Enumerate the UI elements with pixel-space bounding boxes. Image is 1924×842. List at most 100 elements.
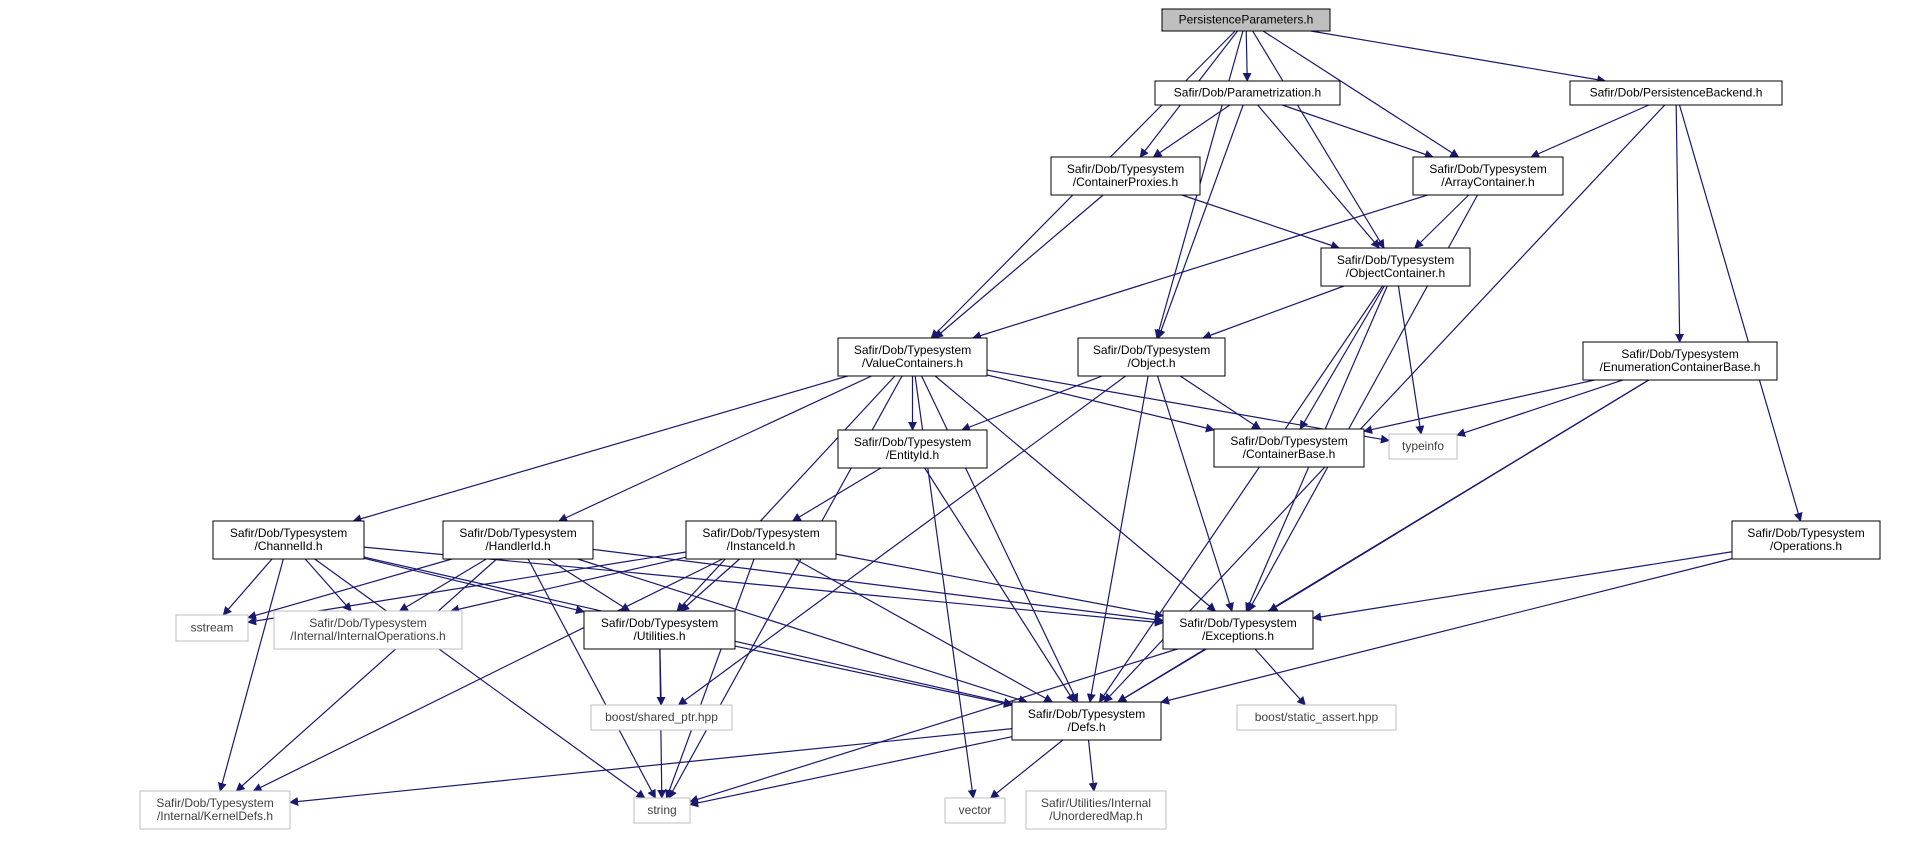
node-label: sstream [191, 621, 234, 635]
node-label: Safir/Dob/Typesystem [230, 526, 347, 540]
edge-enumbase-to-typeinfo [1456, 379, 1624, 437]
edge-array-to-valcont [972, 194, 1428, 340]
edge-object-to-defs [1086, 375, 1149, 703]
node-label: Safir/Dob/Typesystem [459, 526, 576, 540]
edge-param-to-objcont [1257, 104, 1380, 249]
edge-param-to-object [1156, 104, 1244, 339]
node-box [139, 790, 291, 830]
edge-root-to-backend [1310, 30, 1607, 85]
edge-handlerid-to-string [527, 558, 656, 799]
node-array[interactable]: Safir/Dob/Typesystem/ArrayContainer.h [1412, 156, 1564, 196]
node-label: /ContainerProxies.h [1073, 175, 1178, 189]
node-label: Safir/Dob/Typesystem [1093, 343, 1210, 357]
node-box [1388, 433, 1458, 460]
edge-proxies-to-objcont [1181, 194, 1340, 250]
node-entityid[interactable]: Safir/Dob/Typesystem/EntityId.h [837, 429, 988, 469]
edge-instanceid-to-string [665, 558, 755, 799]
edge-defs-to-string [689, 736, 1013, 808]
node-box [273, 610, 463, 650]
edge-channelid-to-kerneldefs [217, 558, 284, 792]
node-box [590, 704, 733, 731]
edge-objcont-to-object [1202, 285, 1345, 340]
edge-entityid-to-instanceid [791, 467, 882, 522]
node-label: /Utilities.h [633, 629, 685, 643]
node-handlerid[interactable]: Safir/Dob/Typesystem/HandlerId.h [442, 520, 594, 560]
node-label: /Defs.h [1067, 720, 1105, 734]
node-label: /ObjectContainer.h [1346, 266, 1445, 280]
node-box [685, 520, 837, 560]
node-exceptions[interactable]: Safir/Dob/Typesystem/Exceptions.h [1162, 610, 1314, 650]
node-box [175, 614, 249, 642]
node-box [1162, 610, 1314, 650]
edge-param-to-array [1282, 104, 1434, 159]
node-kerneldefs: Safir/Dob/Typesystem/Internal/KernelDefs… [139, 790, 291, 830]
node-label: Safir/Dob/Typesystem [854, 435, 971, 449]
node-box [1412, 156, 1564, 196]
edge-instanceid-to-defs [794, 558, 1054, 703]
node-objcont[interactable]: Safir/Dob/Typesystem/ObjectContainer.h [1320, 247, 1471, 287]
node-defs[interactable]: Safir/Dob/Typesystem/Defs.h [1011, 701, 1162, 741]
edge-channelid-to-internalops [304, 558, 352, 612]
node-root[interactable]: PersistenceParameters.h [1161, 8, 1331, 32]
node-contbase[interactable]: Safir/Dob/Typesystem/ContainerBase.h [1213, 428, 1365, 468]
node-box [1154, 80, 1341, 106]
node-enumbase[interactable]: Safir/Dob/Typesystem/EnumerationContaine… [1582, 341, 1778, 381]
edge-defs-to-vector [989, 739, 1064, 799]
node-label: Safir/Dob/Typesystem [1230, 434, 1347, 448]
edge-enumbase-to-contbase [1363, 379, 1595, 434]
edge-valcont-to-channelid [352, 375, 848, 524]
node-label: PersistenceParameters.h [1179, 13, 1314, 27]
edge-array-to-objcont [1414, 194, 1470, 249]
edge-instanceid-to-internalops [450, 556, 687, 614]
node-utilities[interactable]: Safir/Dob/Typesystem/Utilities.h [583, 610, 736, 650]
node-box [1161, 8, 1331, 32]
node-box [1077, 337, 1226, 377]
edge-defs-to-kerneldefs [289, 728, 1013, 806]
node-box [1011, 701, 1162, 741]
node-param[interactable]: Safir/Dob/Parametrization.h [1154, 80, 1341, 106]
node-internalops: Safir/Dob/Typesystem/Internal/InternalOp… [273, 610, 463, 650]
edge-exceptions-to-defs [1117, 648, 1207, 703]
node-label: /EntityId.h [886, 448, 939, 462]
node-box [1320, 247, 1471, 287]
node-label: /EnumerationContainerBase.h [1600, 360, 1761, 374]
node-label: /Operations.h [1770, 539, 1842, 553]
node-staticassert: boost/static_assert.hpp [1236, 704, 1397, 731]
edge-channelid-to-utilities [363, 557, 585, 615]
node-label: boost/shared_ptr.hpp [605, 710, 718, 724]
node-box [1569, 80, 1783, 106]
node-label: Safir/Dob/Typesystem [1337, 253, 1454, 267]
edge-valcont-to-handlerid [558, 375, 872, 522]
node-label: Safir/Dob/Typesystem [1621, 347, 1738, 361]
node-label: /ContainerBase.h [1243, 447, 1336, 461]
node-label: Safir/Dob/Typesystem [1179, 616, 1296, 630]
node-channelid[interactable]: Safir/Dob/Typesystem/ChannelId.h [212, 520, 365, 560]
node-label: boost/static_assert.hpp [1255, 710, 1379, 724]
node-label: typeinfo [1402, 439, 1444, 453]
node-label: Safir/Dob/PersistenceBackend.h [1590, 86, 1763, 100]
edge-handlerid-to-internalops [398, 558, 487, 612]
node-label: /InstanceId.h [727, 539, 796, 553]
node-backend[interactable]: Safir/Dob/PersistenceBackend.h [1569, 80, 1783, 106]
node-box [1025, 790, 1167, 830]
edge-object-to-exceptions [1156, 375, 1234, 612]
node-label: /ArrayContainer.h [1441, 175, 1534, 189]
node-instanceid[interactable]: Safir/Dob/Typesystem/InstanceId.h [685, 520, 837, 560]
node-label: /Internal/InternalOperations.h [290, 629, 445, 643]
edge-utilities-to-defs [734, 645, 1013, 708]
edge-backend-to-operations [1678, 104, 1803, 522]
edge-operations-to-exceptions [1312, 551, 1733, 622]
node-proxies[interactable]: Safir/Dob/Typesystem/ContainerProxies.h [1050, 156, 1201, 196]
node-valcont[interactable]: Safir/Dob/Typesystem/ValueContainers.h [837, 337, 988, 377]
node-operations[interactable]: Safir/Dob/Typesystem/Operations.h [1731, 520, 1881, 560]
edge-instanceid-to-utilities [680, 558, 740, 612]
node-label: Safir/Dob/Typesystem [1747, 526, 1864, 540]
node-box [1050, 156, 1201, 196]
node-string: string [633, 797, 691, 824]
node-label: /Object.h [1127, 356, 1175, 370]
node-object[interactable]: Safir/Dob/Typesystem/Object.h [1077, 337, 1226, 377]
edge-valcont-to-defs [921, 375, 1078, 703]
node-box [1731, 520, 1881, 560]
node-label: Safir/Utilities/Internal [1041, 796, 1151, 810]
